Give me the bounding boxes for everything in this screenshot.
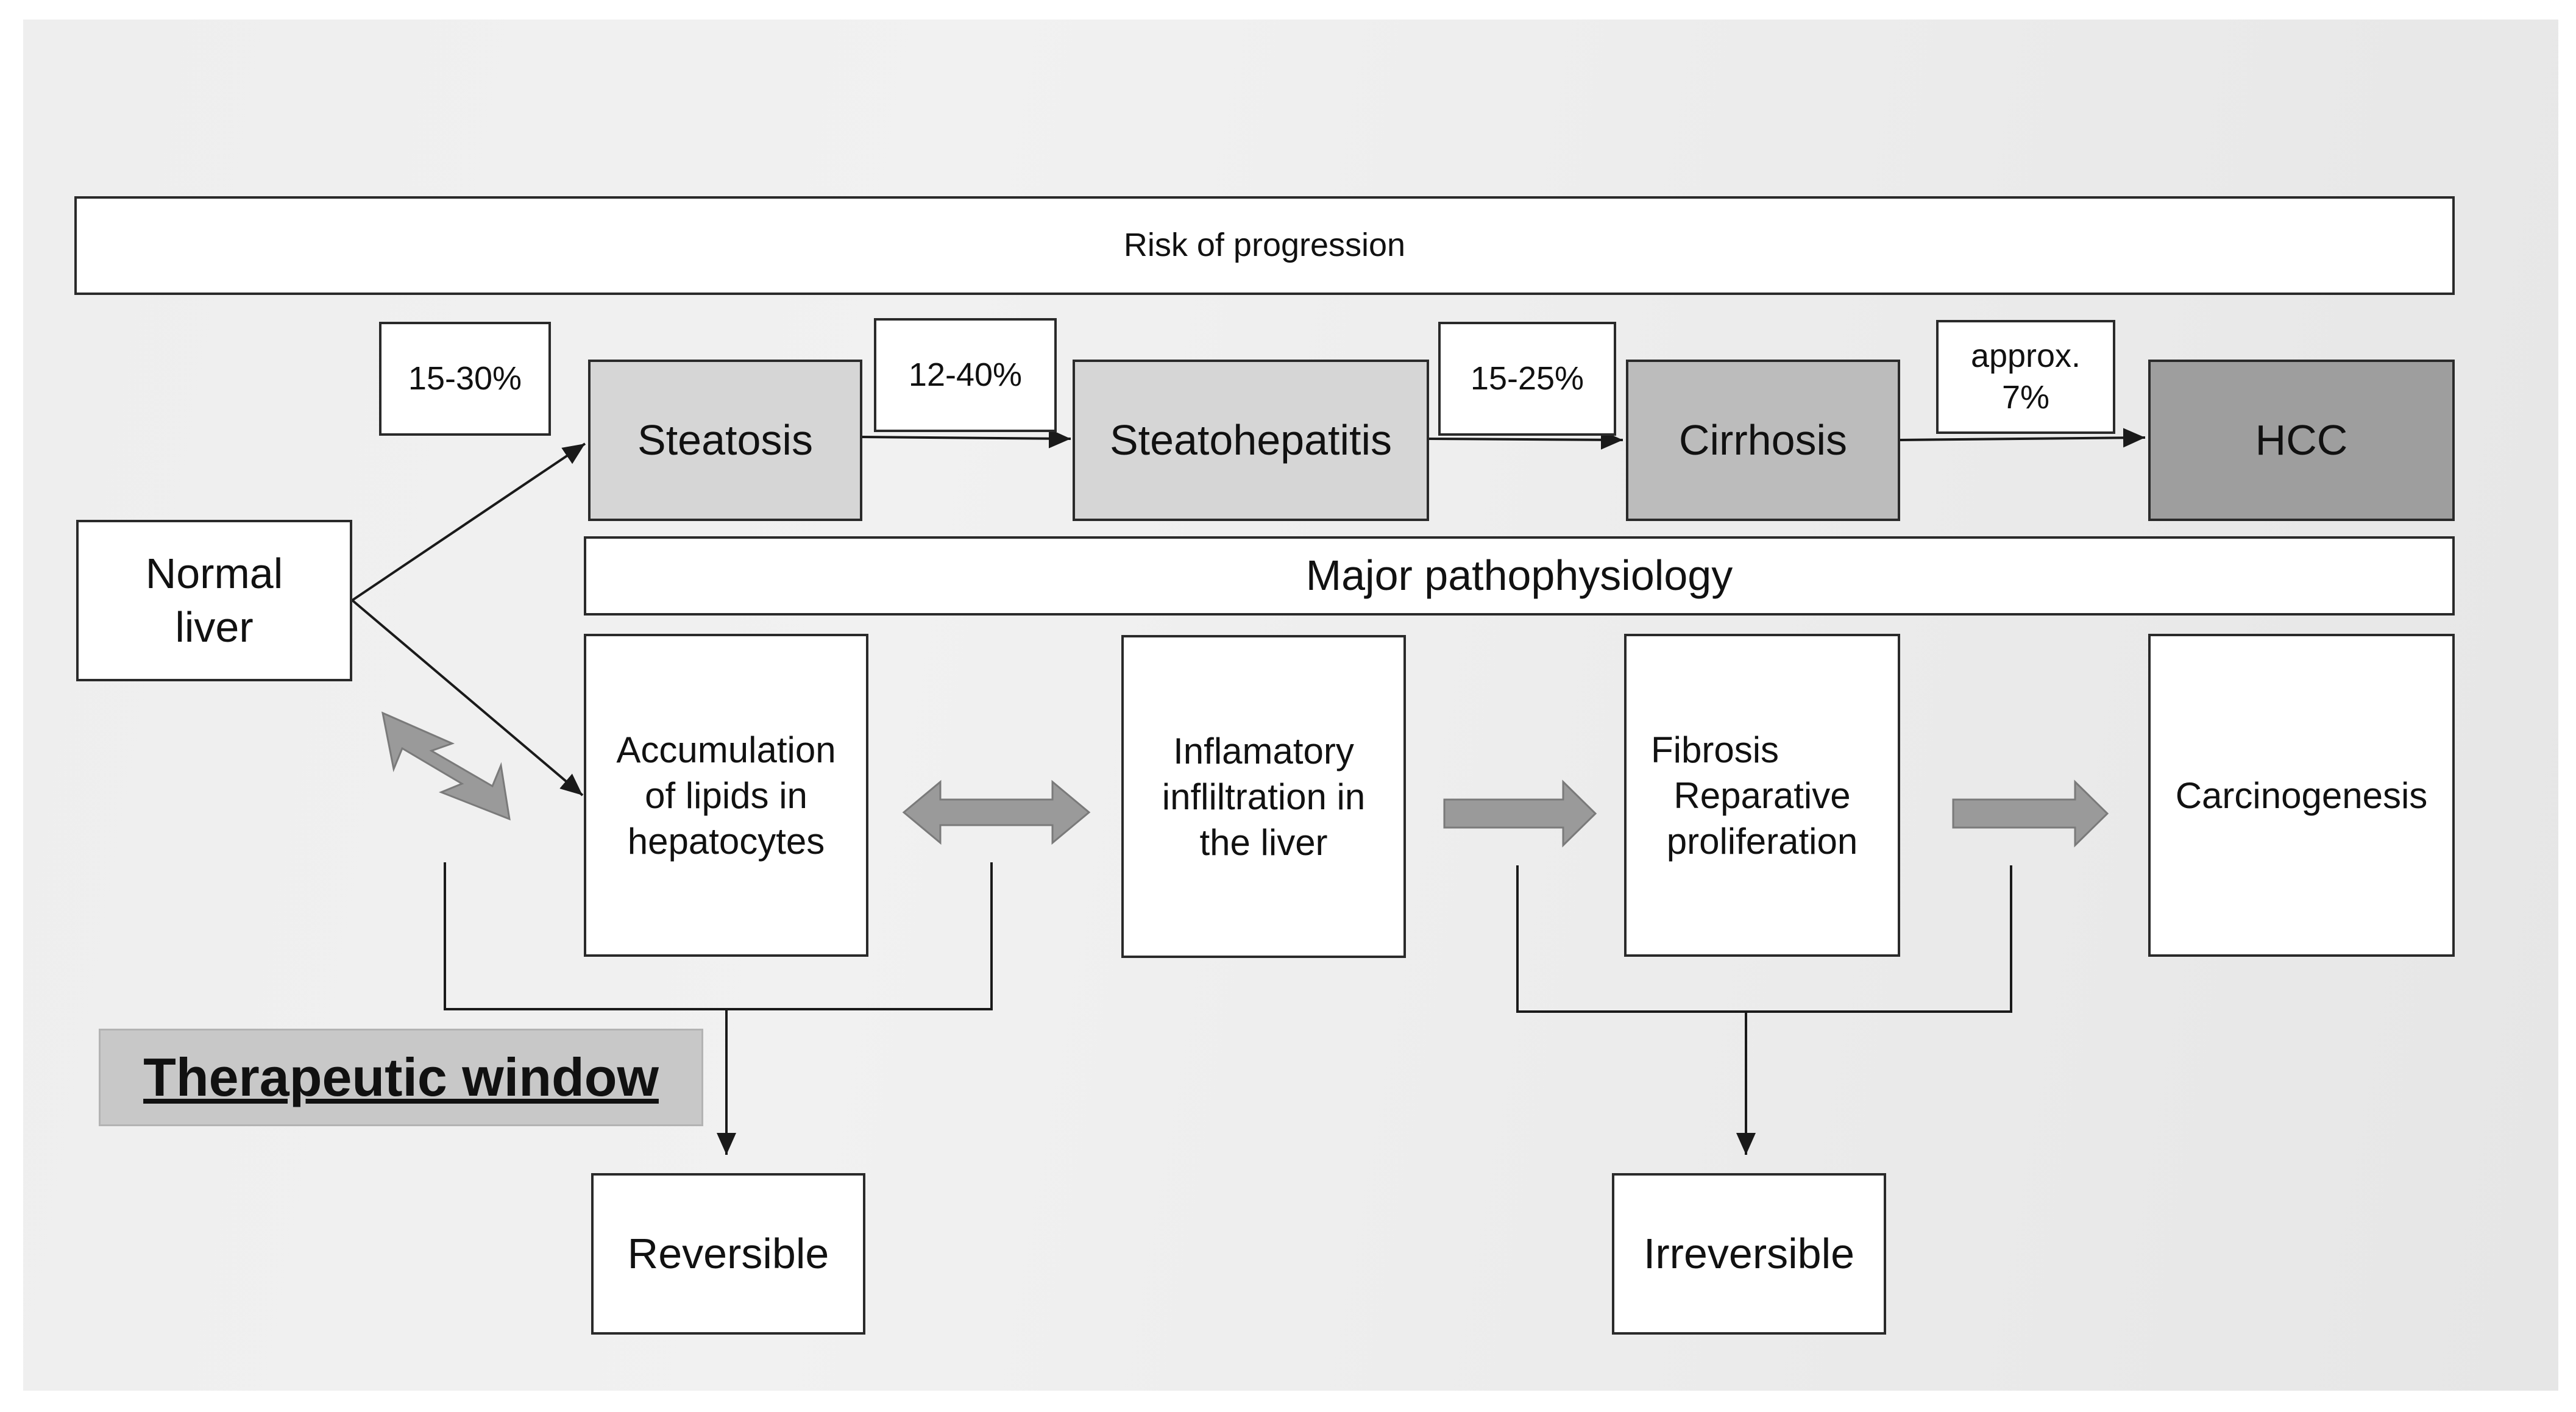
- patho-line: Fibrosis: [1651, 729, 1779, 770]
- patho-line: of lipids in: [645, 775, 807, 816]
- stage-box-steatosis: Steatosis: [588, 360, 862, 521]
- rate-label-line2: 7%: [2001, 378, 2050, 416]
- outcome-box-irreversible: Irreversible: [1612, 1173, 1886, 1335]
- therapeutic-window-banner: Therapeutic window: [99, 1029, 703, 1126]
- stage-box-hcc: HCC: [2148, 360, 2455, 521]
- arrow-normal-to-steatosis: [351, 442, 586, 601]
- outcome-label: Reversible: [627, 1229, 829, 1277]
- normal-liver-label-line1: Normal: [145, 550, 283, 597]
- patho-box-inflammation: Inflamatory infliltration in the liver: [1121, 635, 1406, 958]
- rate-box-steatohepatitis-cirrhosis: 15-25%: [1438, 322, 1616, 436]
- bracket-irreversible: [1516, 865, 2012, 1013]
- risk-of-progression-bar: Risk of progression: [74, 196, 2455, 295]
- rate-label-line1: approx.: [1970, 338, 2081, 374]
- patho-line: infliltration in: [1162, 776, 1366, 817]
- major-pathophysiology-label: Major pathophysiology: [1305, 552, 1733, 600]
- patho-line: hepatocytes: [627, 820, 825, 862]
- arrow-steatosis-to-steatohepatitis: [862, 428, 1071, 449]
- stage-label: Steatosis: [637, 416, 813, 464]
- outcome-label: Irreversible: [1643, 1229, 1855, 1277]
- patho-box-carcinogenesis: Carcinogenesis: [2148, 634, 2455, 957]
- arrow-normal-to-accumulation: [351, 599, 584, 796]
- double-arrow-accumulation-inflammation: [902, 779, 1091, 845]
- patho-line: proliferation: [1666, 820, 1858, 862]
- patho-line: Inflamatory: [1173, 730, 1354, 772]
- stage-box-steatohepatitis: Steatohepatitis: [1073, 360, 1429, 521]
- rate-box-cirrhosis-hcc: approx. 7%: [1936, 320, 2115, 434]
- bracket-reversible: [444, 862, 993, 1010]
- outcome-box-reversible: Reversible: [591, 1173, 865, 1335]
- patho-line: the liver: [1199, 821, 1328, 863]
- patho-line: Reparative: [1673, 775, 1851, 816]
- patho-line: Accumulation: [616, 729, 836, 770]
- stage-label: Cirrhosis: [1678, 416, 1848, 464]
- arrow-steatohepatitis-to-cirrhosis: [1428, 430, 1623, 450]
- normal-liver-box: Normal liver: [76, 520, 352, 681]
- normal-liver-label-line2: liver: [175, 603, 254, 651]
- rate-box-steatosis-steatohepatitis: 12-40%: [874, 318, 1057, 432]
- rate-box-normal-steatosis: 15-30%: [379, 322, 551, 436]
- stage-label: Steatohepatitis: [1109, 416, 1393, 464]
- block-arrow-fibrosis-carcinogenesis: [1952, 779, 2109, 848]
- stage-box-cirrhosis: Cirrhosis: [1626, 360, 1900, 521]
- therapeutic-window-label: Therapeutic window: [143, 1047, 659, 1107]
- major-pathophysiology-bar: Major pathophysiology: [584, 536, 2455, 616]
- double-arrow-diagonal: [381, 711, 511, 821]
- rate-label: 12-40%: [908, 356, 1023, 393]
- rate-label: 15-25%: [1470, 360, 1584, 397]
- patho-line: Carcinogenesis: [2175, 775, 2428, 816]
- stage-label: HCC: [2255, 416, 2348, 464]
- rate-label: 15-30%: [408, 360, 522, 397]
- arrow-cirrhosis-to-hcc: [1900, 428, 2146, 448]
- block-arrow-inflammation-fibrosis: [1443, 779, 1597, 848]
- patho-box-fibrosis: Fibrosis Reparative proliferation: [1624, 634, 1900, 957]
- risk-of-progression-label: Risk of progression: [1123, 227, 1406, 264]
- patho-box-accumulation: Accumulation of lipids in hepatocytes: [584, 634, 868, 957]
